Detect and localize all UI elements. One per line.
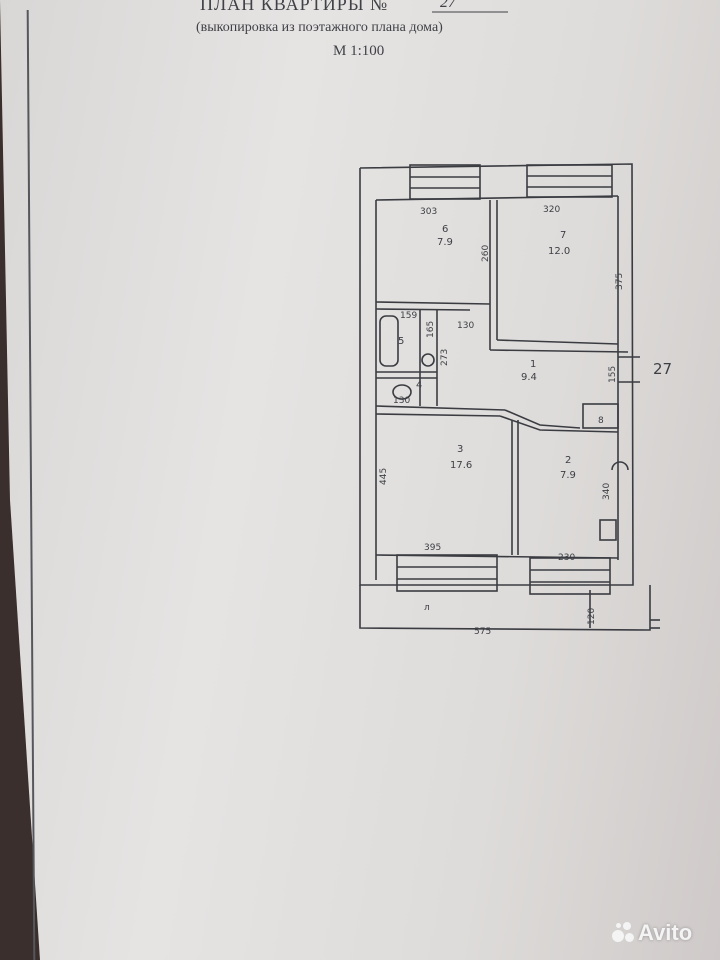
- dimension-label: 340: [602, 483, 612, 500]
- dimension-label: 230: [558, 553, 575, 563]
- dimension-label: 155: [608, 366, 618, 383]
- plan-scale: М 1:100: [333, 43, 385, 59]
- room-number: 7: [560, 230, 566, 241]
- dimension-label: 165: [426, 321, 436, 338]
- room-area: 7.9: [560, 470, 576, 481]
- side-number: 27: [653, 360, 672, 378]
- dimension-label: 260: [481, 245, 491, 262]
- dimension-label: 130: [457, 321, 474, 331]
- room-labels: 6 7.9 7 12.0 5 1 9.4 4 3 17.6 2 7.9: [398, 224, 576, 481]
- dimension-label: 8: [598, 416, 604, 426]
- avito-logo-icon: [612, 922, 634, 944]
- dimension-labels: 303 320 260 375 159 165 130 273 130 155 …: [379, 205, 625, 637]
- avito-watermark-text: Avito: [638, 920, 693, 945]
- dimension-label: 159: [400, 311, 417, 321]
- plan-walls: [359, 163, 660, 631]
- room-number: 6: [442, 224, 448, 235]
- dimension-label: 320: [543, 205, 560, 215]
- dimension-label: 575: [474, 627, 491, 637]
- room-area: 9.4: [521, 372, 537, 383]
- room-number: 4: [416, 380, 422, 391]
- room-number: 1: [530, 359, 536, 370]
- room-number: 2: [565, 455, 571, 466]
- dimension-label: 273: [440, 349, 450, 366]
- dimension-label: 395: [424, 543, 441, 553]
- dimension-label: 130: [393, 396, 410, 406]
- room-area: 12.0: [548, 246, 570, 257]
- avito-watermark: Avito: [612, 920, 692, 946]
- apartment-number: 27: [440, 0, 456, 11]
- room-area: 17.6: [450, 460, 472, 471]
- room-area: 7.9: [437, 237, 453, 248]
- room-number: 3: [457, 444, 463, 455]
- dimension-label: 120: [587, 608, 597, 625]
- dimension-label: 375: [615, 273, 625, 290]
- room-number: 5: [398, 336, 404, 347]
- plan-subtitle: (выкопировка из поэтажного плана дома): [196, 20, 443, 35]
- dimension-label: л: [424, 603, 430, 613]
- plan-title: ПЛАН КВАРТИРЫ №: [200, 0, 389, 14]
- dimension-label: 303: [420, 207, 437, 217]
- dimension-label: 445: [379, 468, 389, 485]
